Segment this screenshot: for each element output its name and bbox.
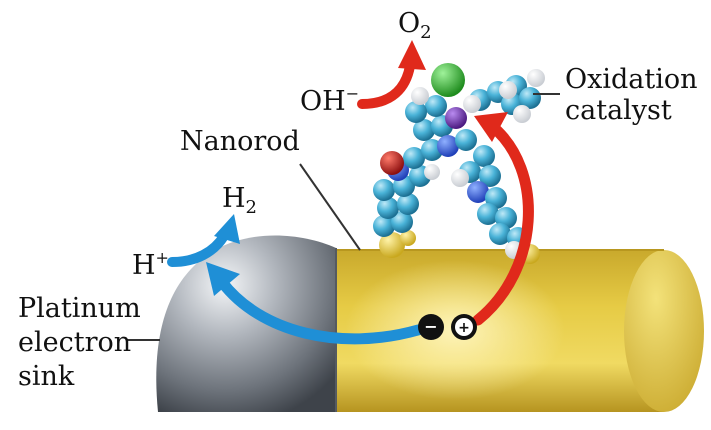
platinum-sphere <box>156 235 337 412</box>
hydrogen-arrow <box>167 214 240 267</box>
o2-label: O2 <box>398 8 432 43</box>
h2-label: H2 <box>222 183 257 218</box>
nanorod <box>336 249 704 412</box>
svg-text:−: − <box>424 317 437 336</box>
platinum-line-2: electron <box>18 327 132 358</box>
proton-label: H+ <box>132 248 169 281</box>
hole-arrow <box>472 112 534 326</box>
oxidation-catalyst-line-2: catalyst <box>565 95 672 126</box>
oxygen-evolution-arrow <box>357 40 426 109</box>
nanorod-leader-line <box>299 163 361 251</box>
platinum-line-1: Platinum <box>18 293 141 324</box>
oxidation-catalyst-molecule <box>373 63 545 264</box>
oxidation-catalyst-line-1: Oxidation <box>565 64 698 95</box>
platinum-line-3: sink <box>18 361 75 392</box>
electron-charge: − <box>418 314 444 340</box>
hydroxide-label: OH− <box>300 84 360 117</box>
svg-text:+: + <box>458 320 470 336</box>
hole-charge: + <box>451 314 477 340</box>
oxidation-catalyst-label: Oxidation catalyst <box>565 64 698 126</box>
nanorod-label: Nanorod <box>180 126 300 157</box>
platinum-label: Platinum electron sink <box>18 292 141 394</box>
electron-arrow <box>206 262 424 345</box>
